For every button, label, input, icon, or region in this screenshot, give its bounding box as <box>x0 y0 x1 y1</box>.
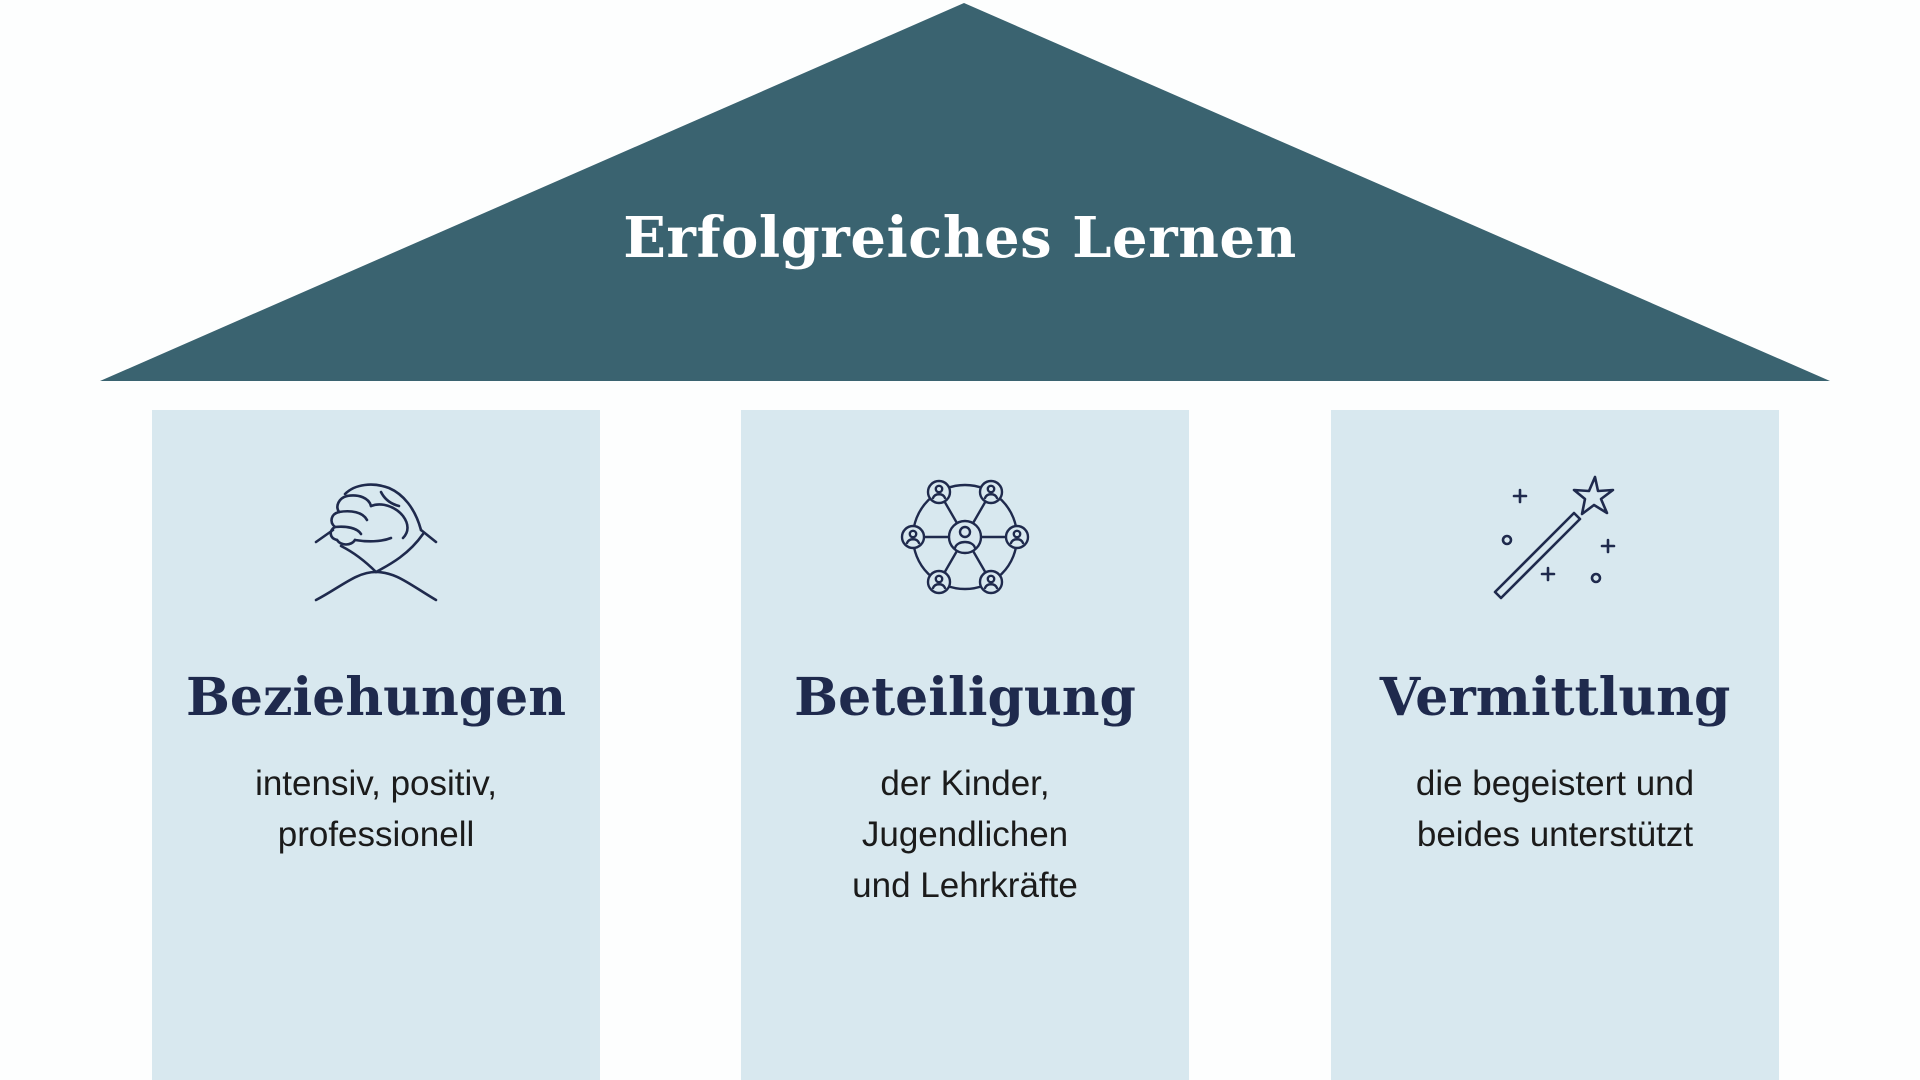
pillar-description: die begeistert und beides unterstützt <box>1331 758 1779 860</box>
pillar-description: intensiv, positiv, professionell <box>152 758 600 860</box>
network-people-icon <box>900 472 1030 602</box>
pillar-beziehungen: Beziehungen intensiv, positiv, professio… <box>152 410 600 1080</box>
pillar-heading: Beziehungen <box>185 667 567 728</box>
roof-title: Erfolgreiches Lernen <box>623 205 1297 271</box>
magic-wand-icon <box>1490 472 1620 602</box>
description-line: und Lehrkräfte <box>852 866 1078 905</box>
roof-triangle <box>100 3 1830 381</box>
description-line: die begeistert und <box>1415 764 1695 803</box>
pillar-heading: Beteiligung <box>794 667 1136 728</box>
description-line: beides unterstützt <box>1416 815 1694 854</box>
description-line: Jugendlichen <box>861 815 1069 854</box>
handshake-icon <box>311 472 441 602</box>
pillar-description: der Kinder, Jugendlichen und Lehrkräfte <box>741 758 1189 911</box>
pillar-heading: Vermittlung <box>1379 667 1731 728</box>
description-line: der Kinder, <box>880 764 1050 803</box>
description-line: professionell <box>277 815 475 854</box>
pillar-vermittlung: Vermittlung die begeistert und beides un… <box>1331 410 1779 1080</box>
pillar-beteiligung: Beteiligung der Kinder, Jugendlichen und… <box>741 410 1189 1080</box>
description-line: intensiv, positiv, <box>255 764 497 803</box>
